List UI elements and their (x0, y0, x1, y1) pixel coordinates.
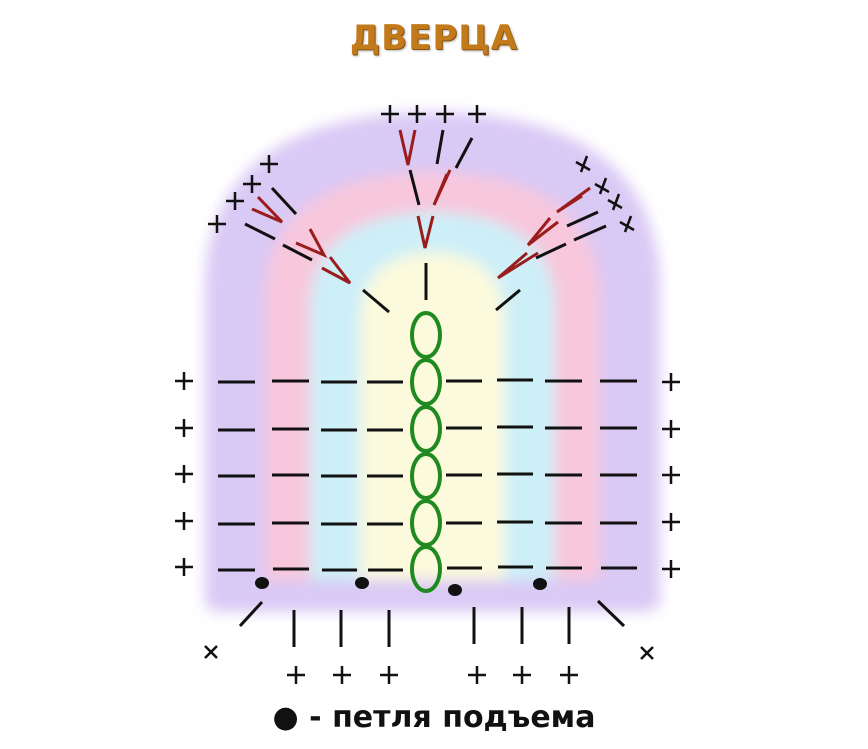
top-right-fan (495, 155, 635, 312)
row-1 (218, 378, 637, 384)
row-3 (218, 472, 637, 478)
bottom-cross-marks (204, 645, 654, 660)
row-4 (218, 520, 637, 526)
row-5 (218, 565, 637, 572)
side-plus-marks (175, 372, 680, 578)
bottom-plus-marks (287, 666, 578, 684)
chain-oval (410, 311, 442, 359)
chain-oval (410, 358, 442, 406)
top-left-fan (208, 155, 390, 314)
chain-oval (410, 452, 442, 500)
lift-loop-legend-symbol: ● (272, 700, 299, 735)
right-plus-column (662, 373, 680, 578)
diagram-title: ДВЕРЦА (349, 18, 519, 58)
top-center-fan (381, 105, 486, 300)
legend-text: петля подъема (332, 700, 596, 735)
stitch-rows (218, 378, 637, 572)
left-plus-column (175, 372, 193, 576)
chain-oval (410, 545, 442, 593)
chain-oval (410, 405, 442, 453)
legend: ● - петля подъема (0, 700, 868, 735)
chain-stitches (410, 311, 442, 593)
row-2 (218, 425, 637, 432)
legend-dash: - (309, 700, 322, 735)
lift-loop-dots (255, 577, 547, 596)
bottom-stitches (238, 599, 626, 647)
